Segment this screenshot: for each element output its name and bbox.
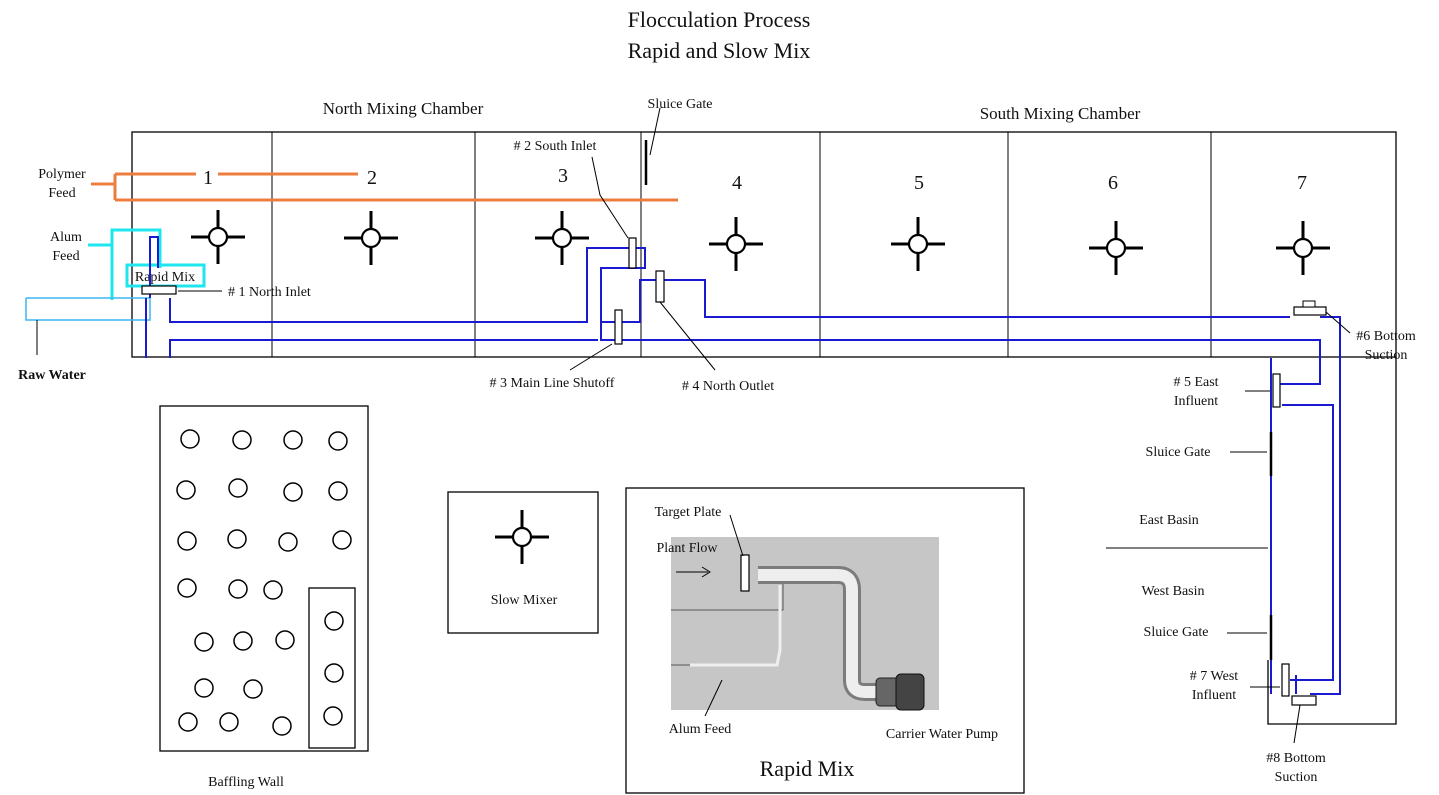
- baffling-wall-box: [159, 405, 369, 752]
- alum-feed-label: Feed: [52, 249, 79, 264]
- valve-3-lead: [569, 343, 613, 371]
- main-pipe: [1282, 404, 1334, 681]
- mixer-icon: [889, 215, 947, 273]
- valve-2-south-inlet: [628, 237, 637, 269]
- title-line-2: Rapid and Slow Mix: [628, 38, 811, 63]
- valve-6-label: #6 Bottom: [1356, 329, 1416, 344]
- east-basin-label: East Basin: [1139, 513, 1199, 528]
- main-pipe: [169, 339, 598, 358]
- valve-7-label: # 7 West: [1190, 669, 1239, 684]
- mixer-icon: [707, 215, 765, 273]
- alum-feed-legend-label: Alum Feed: [669, 722, 732, 737]
- mixing-chamber-outline: [131, 131, 1397, 358]
- valve-2-label: # 2 South Inlet: [514, 139, 597, 154]
- main-pipe: [1280, 358, 1321, 385]
- carrier-water-pump-icon: [895, 673, 925, 711]
- sluice-gate-top-lead: [649, 107, 661, 156]
- valve-4-lead: [659, 301, 716, 371]
- alum-feed-pipe: [690, 585, 782, 667]
- mixer-icon: [1274, 219, 1332, 277]
- valve-8-label: #8 Bottom: [1266, 751, 1326, 766]
- title-line-1: Flocculation Process: [628, 7, 811, 32]
- valve-7-label: Influent: [1192, 688, 1236, 703]
- valve-1-label: # 1 North Inlet: [228, 285, 311, 300]
- mixer-icon: [342, 209, 400, 267]
- valve-8-bottom-suction: [1291, 695, 1317, 706]
- valve-6-bottom-suction: [1302, 300, 1316, 308]
- raw-water-pipe: [25, 297, 151, 321]
- main-pipe: [149, 236, 159, 298]
- target-plate-lead: [729, 514, 744, 557]
- valve-7-west-influent: [1281, 663, 1290, 697]
- valve-5-east-influent: [1272, 373, 1281, 408]
- cell-number-4: 4: [732, 172, 742, 194]
- valve-6-label: Suction: [1365, 348, 1408, 363]
- mixer-icon: [533, 209, 591, 267]
- rapid-mix-basin-wall: [671, 580, 784, 611]
- valve-5-label: # 5 East: [1173, 375, 1218, 390]
- valve-3-label: # 3 Main Line Shutoff: [490, 376, 615, 391]
- slow-mixer-icon: [493, 508, 551, 566]
- target-plate-icon: [740, 554, 750, 592]
- basin-outline: [1267, 357, 1397, 725]
- south-chamber-label: South Mixing Chamber: [980, 104, 1141, 123]
- valve-4-north-outlet: [655, 270, 665, 303]
- sluice-gate-top-label: Sluice Gate: [648, 97, 713, 112]
- sluice-gate-west-label: Sluice Gate: [1144, 625, 1209, 640]
- valve-3-main-line-shutoff: [614, 309, 623, 345]
- mixer-icon: [1087, 219, 1145, 277]
- valve-2-lead: [591, 156, 629, 239]
- alum-feed-line: [88, 228, 162, 268]
- cell-number-7: 7: [1297, 172, 1307, 194]
- cell-number-1: 1: [203, 167, 213, 189]
- valve-1-north-inlet: [141, 285, 177, 295]
- carrier-water-pump-label: Carrier Water Pump: [886, 727, 998, 742]
- raw-water-label: Raw Water: [18, 368, 86, 383]
- rapid-mix-legend-box: [625, 487, 1025, 794]
- valve-4-label: # 4 North Outlet: [682, 379, 774, 394]
- cell-number-6: 6: [1108, 172, 1118, 194]
- baffling-wall-holes: [176, 429, 352, 736]
- alum-feed-label: Alum: [50, 230, 82, 245]
- rapid-mix-box-label: Rapid Mix: [135, 270, 195, 285]
- sluice-gate-east-label: Sluice Gate: [1146, 445, 1211, 460]
- mixer-icon: [189, 208, 247, 266]
- target-plate-label: Target Plate: [655, 505, 722, 520]
- valve-5-label: Influent: [1174, 394, 1218, 409]
- valve-6-lead: [1325, 311, 1351, 334]
- baffling-wall-inner: [308, 587, 356, 749]
- polymer-feed-label: Feed: [48, 186, 75, 201]
- plant-flow-arrow: [701, 566, 711, 578]
- main-pipe: [602, 279, 1290, 323]
- plant-flow-label: Plant Flow: [656, 541, 718, 556]
- carrier-water-pipe: [758, 569, 880, 698]
- baffling-wall-label: Baffling Wall: [208, 775, 284, 790]
- main-pipe: [1310, 316, 1341, 695]
- west-basin-label: West Basin: [1141, 584, 1204, 599]
- slow-mixer-label: Slow Mixer: [491, 593, 558, 608]
- cell-number-5: 5: [914, 172, 924, 194]
- valve-8-label: Suction: [1275, 770, 1318, 785]
- slow-mixer-box: [447, 491, 599, 634]
- alum-feed-lead: [704, 679, 723, 717]
- cell-number-3: 3: [558, 165, 568, 187]
- rapid-mix-legend-title: Rapid Mix: [760, 756, 855, 781]
- north-chamber-label: North Mixing Chamber: [323, 99, 484, 118]
- polymer-feed-label: Polymer: [38, 167, 86, 182]
- valve-6-bottom-suction: [1293, 306, 1327, 316]
- main-pipe: [169, 247, 1321, 358]
- cell-number-2: 2: [367, 167, 377, 189]
